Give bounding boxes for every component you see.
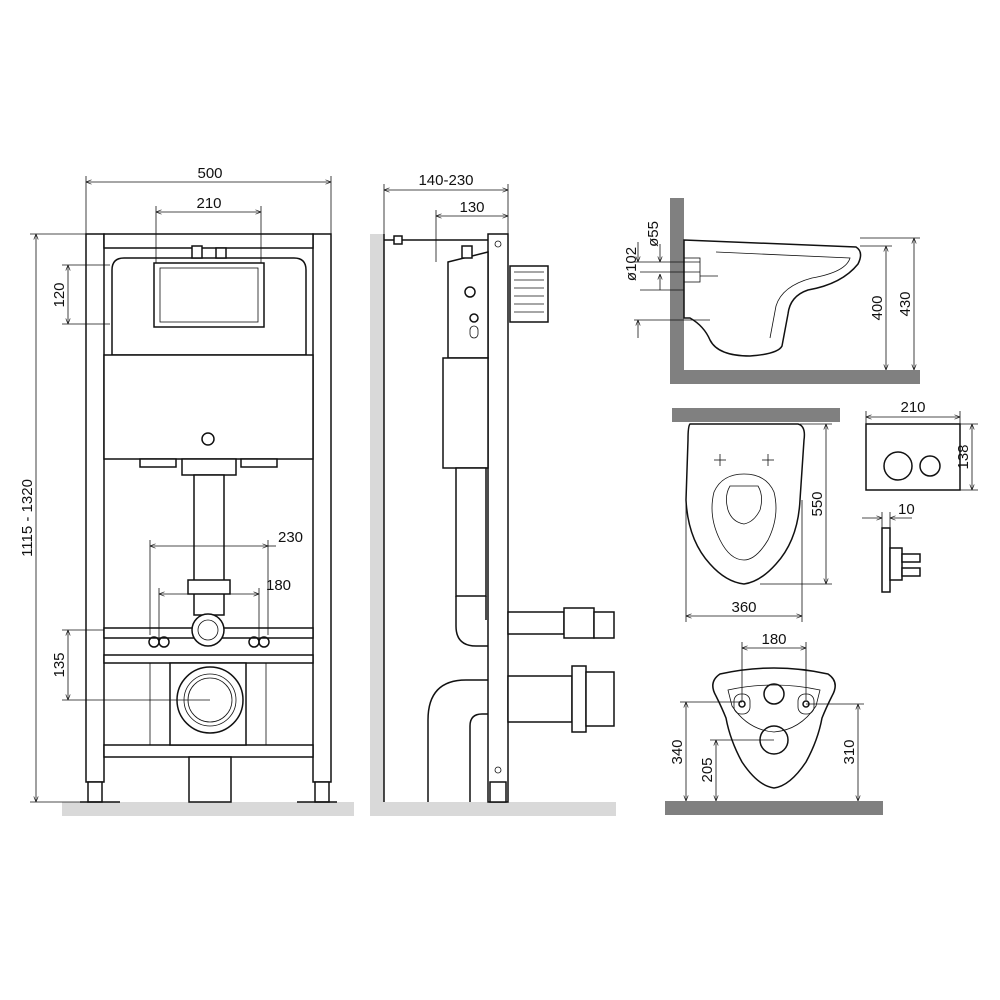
flush-button-large <box>883 451 913 481</box>
bowl-top-view: 550 360 <box>672 408 840 622</box>
dim-height-400: 400 <box>869 295 886 320</box>
dim-bolt-spacing: 180 <box>266 577 291 594</box>
side-wall <box>370 234 384 816</box>
dim-bowl-length: 550 <box>809 491 826 516</box>
frame-left-foot <box>87 781 103 803</box>
flush-plate-profile <box>881 527 891 593</box>
flush-button-small <box>919 455 941 477</box>
side-cistern-body <box>442 357 489 469</box>
side-flush-pipe <box>455 467 487 597</box>
bowl-floor <box>670 370 920 384</box>
bowl-top-wall <box>672 408 840 422</box>
bowl-back-outline <box>712 667 836 789</box>
side-frame-upright <box>487 233 509 803</box>
front-view: 500 210 1115 - 1320 120 230 180 135 <box>19 165 354 816</box>
side-sound-pad <box>509 265 549 323</box>
bowl-side-profile <box>683 239 862 357</box>
dim-frame-width: 500 <box>197 165 222 182</box>
cistern-valve-icon <box>201 432 215 446</box>
dim-bowl-width: 360 <box>731 599 756 616</box>
dim-back-height-310: 310 <box>841 739 858 764</box>
dim-plate-width: 210 <box>900 399 925 416</box>
front-bolt-right-outer <box>258 636 270 648</box>
flush-button-view: 210 138 10 <box>862 399 978 593</box>
drain-stub <box>188 756 232 803</box>
bowl-top-outline <box>685 423 806 585</box>
dim-back-height-205: 205 <box>699 757 716 782</box>
dim-drain-height: 135 <box>51 652 68 677</box>
dim-back-height-340: 340 <box>669 739 686 764</box>
dim-back-bolt-spacing: 180 <box>761 631 786 648</box>
front-floor <box>62 802 354 816</box>
side-floor <box>370 802 616 816</box>
frame-bottom-rail <box>103 744 314 758</box>
flush-outlet <box>191 613 225 647</box>
frame-top-rail <box>103 233 314 249</box>
bowl-back-inlet <box>763 683 785 705</box>
dim-anchor-width: 230 <box>278 529 303 546</box>
dim-frame-depth: 130 <box>459 199 484 216</box>
dim-depth-range: 140-230 <box>418 172 473 189</box>
frame-right-foot <box>314 781 330 803</box>
bowl-back-view: 180 340 205 310 <box>665 631 883 815</box>
dim-flush-plate-width: 210 <box>196 195 221 212</box>
cistern-body <box>103 354 314 460</box>
dim-plate-height-138: 138 <box>955 444 972 469</box>
dim-plate-height: 120 <box>51 282 68 307</box>
flush-opening <box>153 262 265 328</box>
dim-height-430: 430 <box>897 291 914 316</box>
side-cistern-upper <box>447 251 489 359</box>
frame-right-post <box>312 233 332 783</box>
dim-diameter-55: ø55 <box>645 221 662 247</box>
flush-plate-front <box>865 423 961 491</box>
side-flush-outlet <box>507 611 565 635</box>
bowl-back-floor <box>665 801 883 815</box>
dim-frame-height: 1115 - 1320 <box>19 479 36 557</box>
bowl-wall <box>670 198 684 384</box>
dim-plate-depth: 10 <box>898 501 915 518</box>
dim-diameter-102: ø102 <box>623 247 640 281</box>
side-drain-elbow <box>507 675 573 723</box>
bowl-side-view: ø55 ø102 400 430 <box>623 198 920 384</box>
side-view: 140-230 130 <box>370 172 616 816</box>
